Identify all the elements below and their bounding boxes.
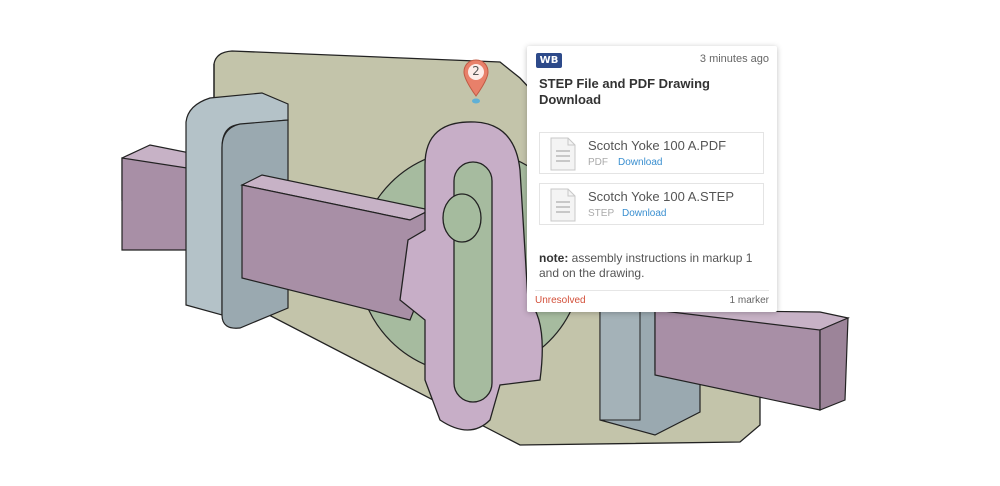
markup-pin-marker[interactable]: 2 xyxy=(462,58,490,106)
map-pin-icon xyxy=(463,59,489,104)
attachment-type: STEP xyxy=(588,208,615,219)
scotch-yoke xyxy=(399,121,543,431)
comment-title: STEP File and PDF Drawing Download xyxy=(539,76,710,107)
status-badge[interactable]: Unresolved xyxy=(535,295,586,306)
document-icon xyxy=(550,188,576,222)
attachment-type: PDF xyxy=(588,157,608,168)
attachment-name: Scotch Yoke 100 A.PDF xyxy=(588,138,727,153)
attachment-name: Scotch Yoke 100 A.STEP xyxy=(588,189,734,204)
attachment-step[interactable]: Scotch Yoke 100 A.STEP STEP Download xyxy=(539,183,764,225)
comment-card[interactable]: WB 3 minutes ago STEP File and PDF Drawi… xyxy=(527,46,777,312)
divider xyxy=(535,290,769,291)
attachment-pdf[interactable]: Scotch Yoke 100 A.PDF PDF Download xyxy=(539,132,764,174)
note-text: assembly instructions in markup 1 and on… xyxy=(539,251,753,280)
marker-number: 2 xyxy=(472,64,480,78)
avatar: WB xyxy=(536,53,562,68)
download-link[interactable]: Download xyxy=(618,157,663,168)
comment-timestamp: 3 minutes ago xyxy=(699,53,769,65)
marker-count: 1 marker xyxy=(729,295,769,306)
document-icon xyxy=(550,137,576,171)
comment-note: note: assembly instructions in markup 1 … xyxy=(539,251,764,281)
download-link[interactable]: Download xyxy=(622,208,667,219)
note-label: note: xyxy=(539,251,569,265)
